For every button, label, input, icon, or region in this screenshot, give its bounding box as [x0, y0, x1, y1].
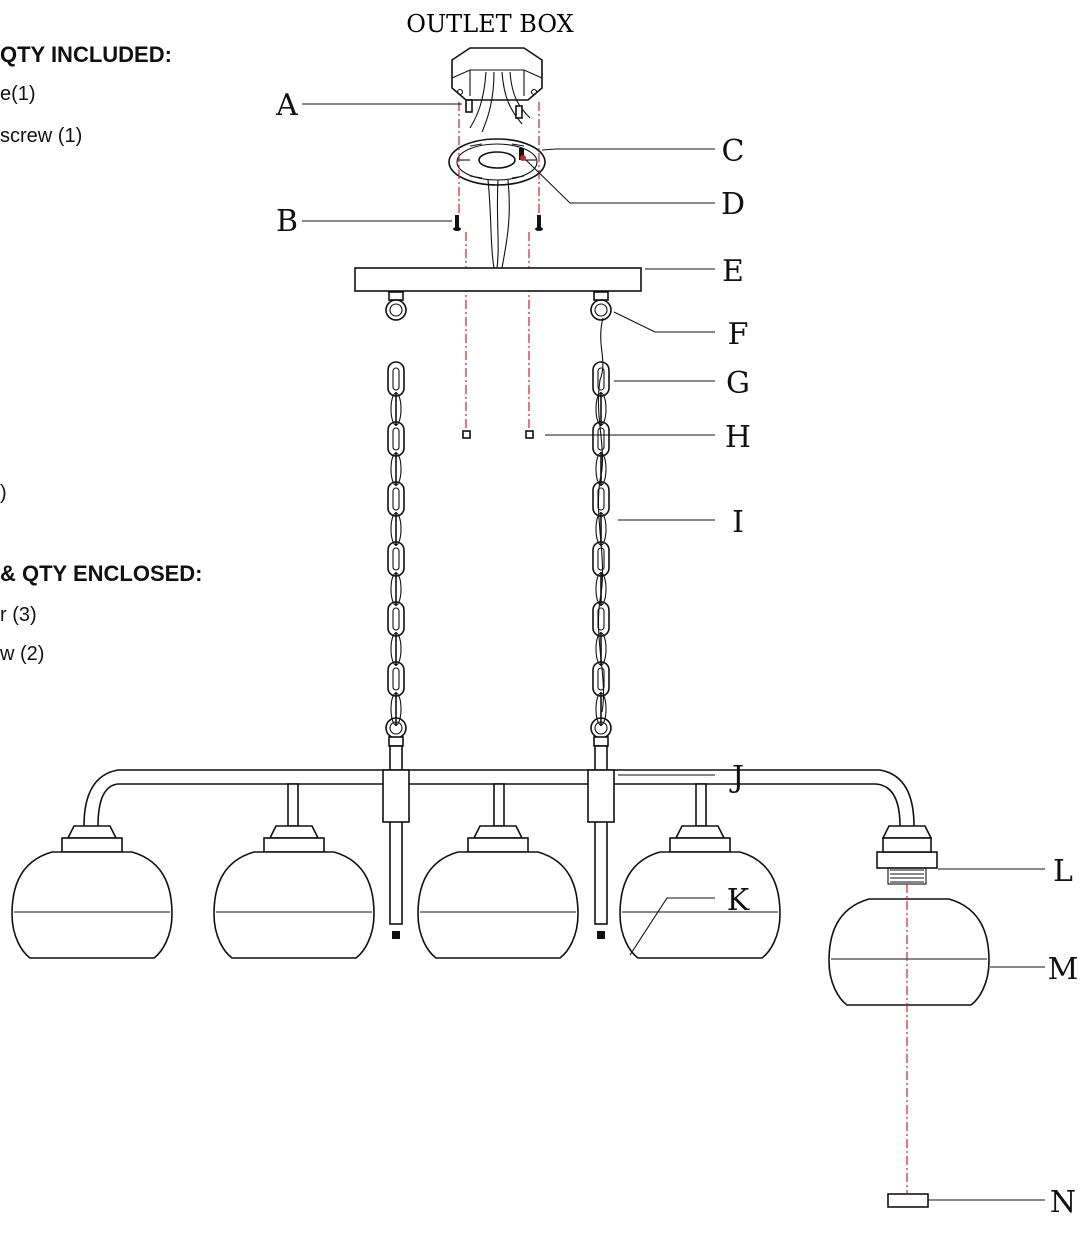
callout-leaders — [302, 103, 1045, 1201]
parts-list-item: e(1) — [0, 83, 36, 105]
outlet-box — [451, 47, 543, 133]
wire-connector — [525, 430, 534, 439]
chain-link-inner — [392, 667, 400, 691]
chain-link — [592, 661, 610, 697]
callout-n: N — [1050, 1185, 1076, 1220]
chain-link-inner — [595, 632, 607, 666]
socket-ring — [876, 825, 938, 885]
chain-link — [592, 601, 610, 637]
chain-link — [387, 661, 405, 697]
callout-b: B — [276, 204, 298, 239]
mounting-screws — [453, 215, 543, 231]
chain-link-inner — [390, 692, 402, 726]
parts-list-item: r (3) — [0, 604, 37, 626]
chain-link-inner — [597, 427, 605, 451]
chain-link-inner — [595, 452, 607, 486]
glass-shade — [11, 825, 173, 959]
canopy — [354, 267, 642, 292]
chain-link — [592, 361, 610, 397]
callout-c: C — [722, 134, 745, 169]
parts-list: QTY INCLUDED: e(1) screw (1) ) & QTY ENC… — [0, 42, 203, 665]
callout-a: A — [275, 88, 298, 123]
chain-link — [387, 541, 405, 577]
callout-f: F — [728, 317, 749, 352]
callout-e: E — [722, 254, 744, 289]
callout-l: L — [1053, 854, 1073, 889]
chain-link-inner — [595, 572, 607, 606]
qty-enclosed-heading: & QTY ENCLOSED: — [0, 561, 203, 586]
chain-link-inner — [597, 547, 605, 571]
chain-link-inner — [392, 367, 400, 391]
chain-link — [387, 421, 405, 457]
wire-connector — [462, 430, 471, 439]
callout-m: M — [1048, 952, 1079, 987]
chain-link — [592, 481, 610, 517]
chain-link — [387, 361, 405, 397]
glass-shade — [213, 825, 375, 959]
callout-labels: A B C D E F G H I J K L M N — [275, 88, 1078, 1220]
callout-i: I — [732, 505, 744, 540]
chain-link-inner — [390, 632, 402, 666]
chain-link-inner — [597, 667, 605, 691]
chain-link-inner — [390, 572, 402, 606]
mounting-plate — [448, 138, 546, 186]
chain-left — [387, 361, 405, 726]
chain-link-inner — [392, 547, 400, 571]
parts-list-item: screw (1) — [0, 125, 82, 147]
chain-link-inner — [390, 392, 402, 426]
parts-list-item: w (2) — [0, 643, 44, 665]
glass-shade — [619, 825, 781, 959]
power-cord — [597, 317, 605, 713]
callout-k: K — [727, 883, 750, 918]
chain-link-inner — [595, 392, 607, 426]
callout-h: H — [725, 420, 751, 455]
parts-list-item: ) — [0, 482, 7, 504]
callout-j: J — [729, 760, 744, 795]
chain-link-inner — [390, 512, 402, 546]
chain-link-inner — [595, 692, 607, 726]
canopy-loops — [385, 291, 612, 321]
chain-link-inner — [390, 452, 402, 486]
chain-link-inner — [392, 427, 400, 451]
glass-shade — [828, 898, 990, 1006]
chain-link-inner — [597, 367, 605, 391]
chain-link — [387, 481, 405, 517]
outlet-box-title: OUTLET BOX — [406, 10, 573, 38]
qty-included-heading: QTY INCLUDED: — [0, 42, 172, 67]
chain-link-inner — [392, 487, 400, 511]
finial-cap — [887, 1193, 929, 1208]
chain-link-inner — [392, 607, 400, 631]
callout-d: D — [721, 187, 745, 222]
chain-link — [387, 601, 405, 637]
chain-right — [592, 361, 610, 726]
callout-g: G — [726, 366, 750, 401]
glass-shade — [417, 825, 579, 959]
